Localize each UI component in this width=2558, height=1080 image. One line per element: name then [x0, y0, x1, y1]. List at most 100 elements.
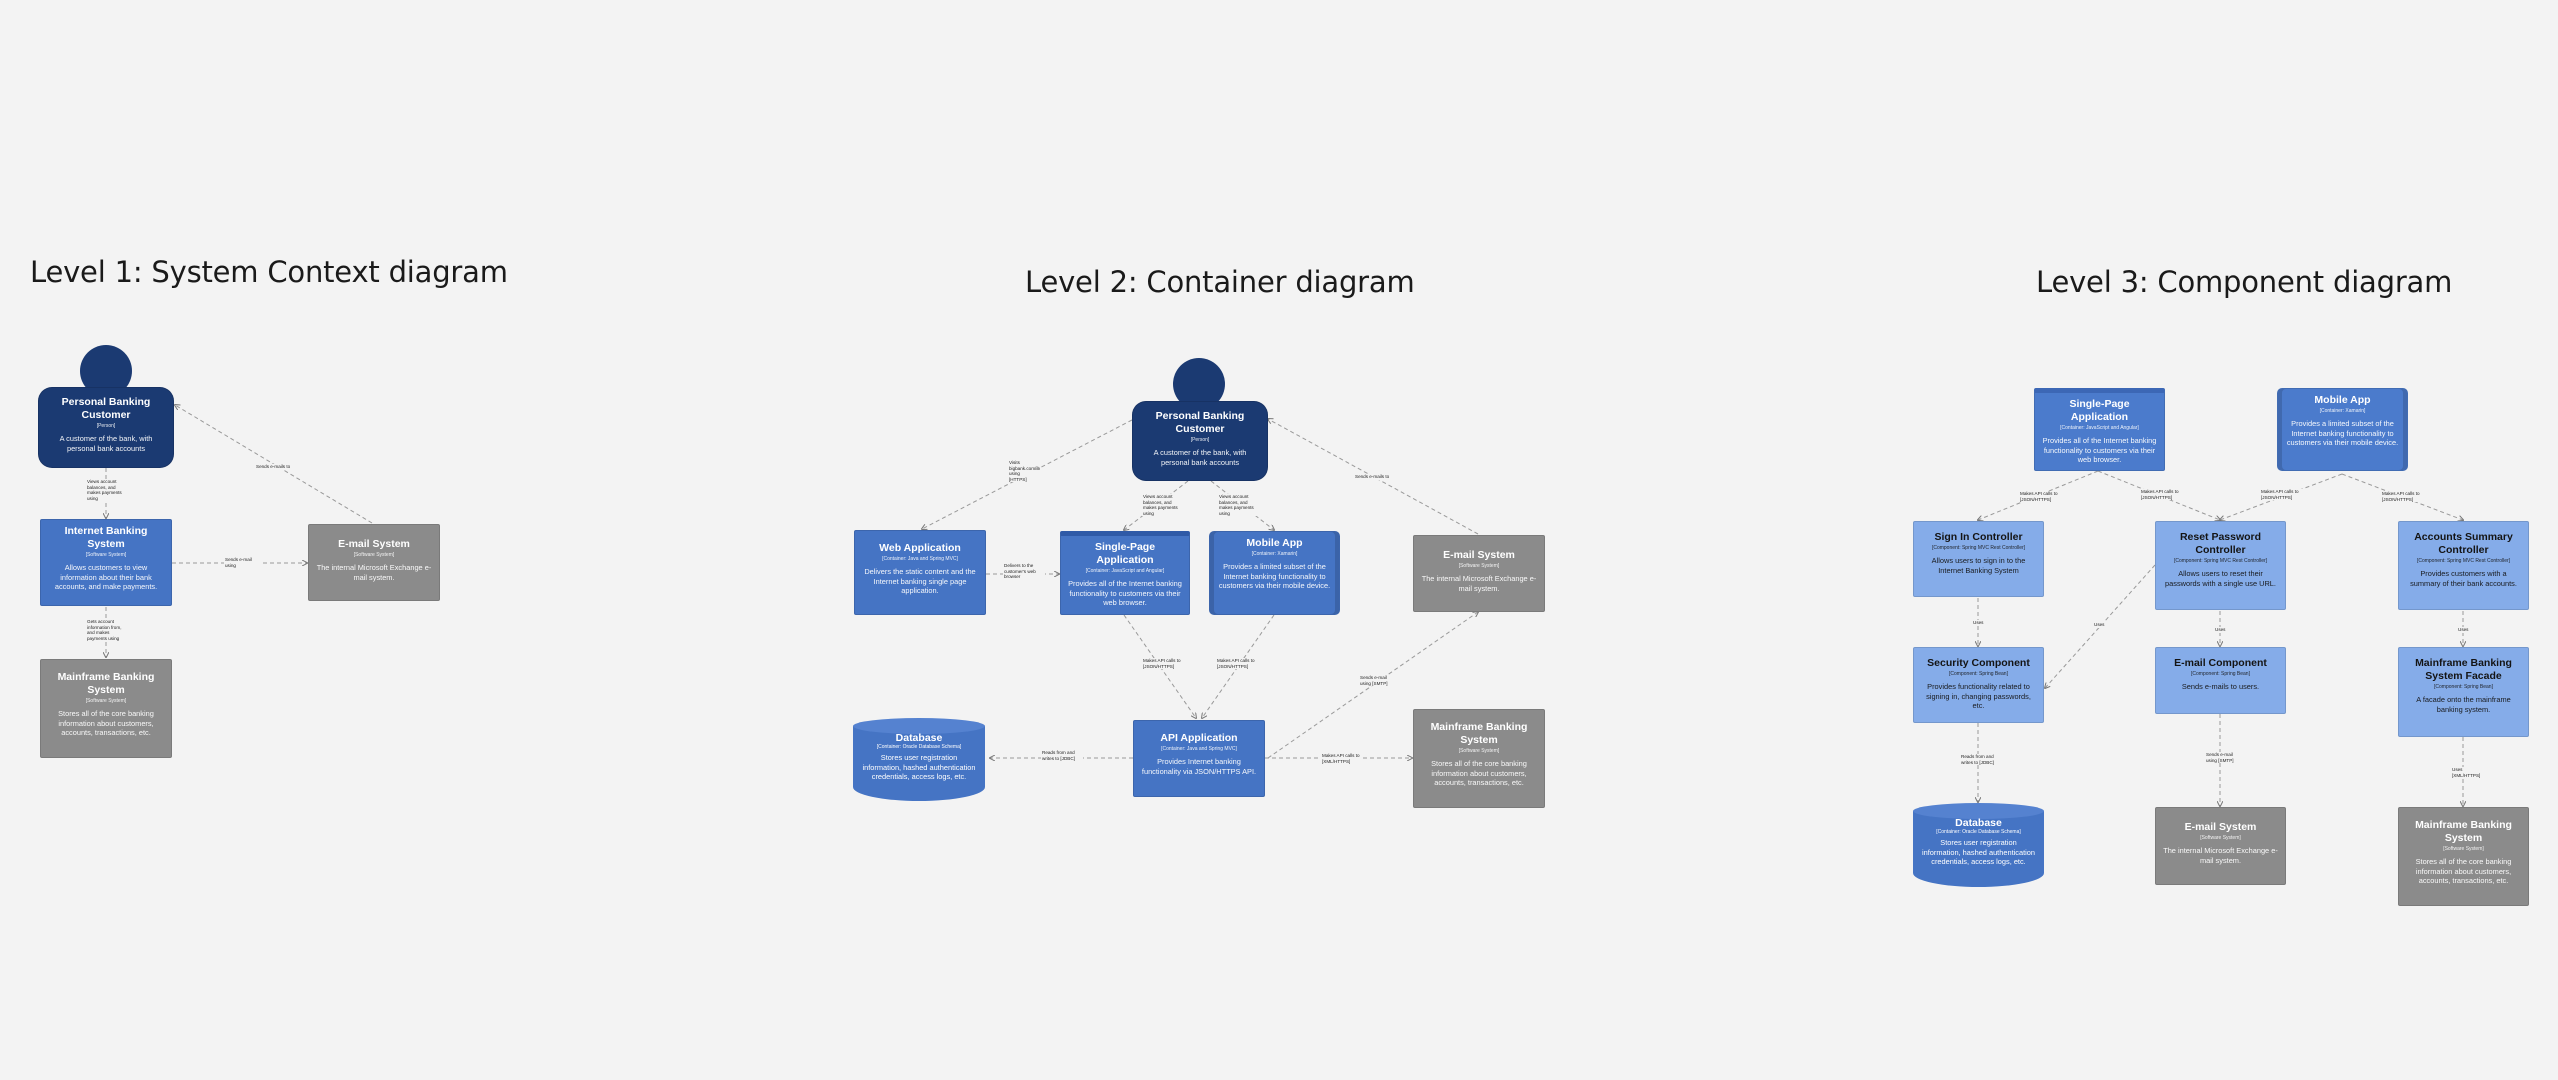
l3-label-uses-xml: Uses [XML/HTTPS] — [2451, 767, 2487, 779]
l3-spa-desc: Provides all of the Internet banking fun… — [2042, 436, 2157, 465]
l2-label-views2: Views account balances, and makes paymen… — [1218, 494, 1260, 517]
l2-label-delivers: Delivers to the customer's web browser — [1003, 563, 1045, 580]
l2-webapp-kind: [Container: Java and Spring MVC] — [882, 556, 958, 562]
l3-label-sends: Sends e-mail using [SMTP] — [2205, 752, 2241, 764]
l2-customer-desc: A customer of the bank, with personal ba… — [1153, 448, 1247, 467]
l3-spa-kind: [Container: JavaScript and Angular] — [2060, 425, 2139, 431]
l2-mobile-name: Mobile App — [1246, 537, 1303, 549]
l3-email-kind: [Software System] — [2200, 835, 2241, 841]
l2-single-page-application: Single-Page Application [Container: Java… — [1060, 531, 1190, 615]
l3-label-api3: Makes API calls to [JSON/HTTPS] — [2260, 489, 2304, 501]
l3-mobile-app: Mobile App [Container: Xamarin] Provides… — [2277, 388, 2408, 471]
l3-sign-in-controller: Sign In Controller [Component: Spring MV… — [1913, 521, 2044, 597]
l2-database-content: Database [Container: Oracle Database Sch… — [853, 732, 985, 782]
l1-email-desc: The internal Microsoft Exchange e-mail s… — [316, 563, 432, 582]
l2-label-views1: Views account balances, and makes paymen… — [1142, 494, 1184, 517]
l3-database: Database [Container: Oracle Database Sch… — [1913, 803, 2044, 887]
l3-security-component: Security Component [Component: Spring Be… — [1913, 647, 2044, 723]
l2-email-name: E-mail System — [1443, 549, 1515, 561]
l1-ibs-kind: [Software System] — [85, 552, 127, 558]
l3-mainframe-kind: [Software System] — [2443, 846, 2484, 852]
l2-mainframe-name: Mainframe Banking System — [1430, 721, 1528, 746]
level3-title: Level 3: Component diagram — [2036, 265, 2453, 299]
l2-database-desc: Stores user registration information, ha… — [862, 753, 976, 782]
l1-customer-kind: [Person] — [96, 423, 116, 429]
l3-reset-name: Reset Password Controller — [2179, 531, 2262, 556]
l1-mainframe-name: Mainframe Banking System — [57, 671, 155, 696]
l3-email-name: E-mail System — [2184, 821, 2257, 833]
l3-accounts-summary-controller: Accounts Summary Controller [Component: … — [2398, 521, 2529, 610]
l1-label-views: Views account balances, and makes paymen… — [86, 479, 130, 502]
l2-spa-kind: [Container: JavaScript and Angular] — [1085, 568, 1165, 574]
level2-title: Level 2: Container diagram — [1025, 265, 1415, 299]
l3-database-body — [1913, 811, 2044, 887]
l2-database-body — [853, 726, 985, 801]
l3-reset-desc: Allows users to reset their passwords wi… — [2165, 569, 2276, 588]
l3-email-system: E-mail System [Software System] The inte… — [2155, 807, 2286, 885]
l2-edge-customer-webapp — [922, 419, 1133, 529]
l2-label-visits: Visits bigbank.com/ib using [HTTPS] — [1008, 460, 1040, 483]
l2-api-desc: Provides Internet banking functionality … — [1141, 757, 1257, 776]
l3-security-desc: Provides functionality related to signin… — [1926, 682, 2031, 711]
l3-accounts-kind: [Component: Spring MVC Rest Controller] — [2416, 558, 2511, 564]
l3-database-name: Database — [1955, 817, 2002, 829]
l3-label-uses2: Uses — [2093, 622, 2106, 628]
l2-email-system: E-mail System [Software System] The inte… — [1413, 535, 1545, 612]
l3-label-uses1: Uses — [1972, 620, 1985, 626]
level1-title: Level 1: System Context diagram — [30, 255, 508, 289]
l1-label-sends-emails-to: Sends e-mails to — [255, 464, 292, 470]
l3-database-top — [1913, 803, 2044, 819]
l2-api-name: API Application — [1160, 732, 1238, 744]
l3-mainframe-banking-system: Mainframe Banking System [Software Syste… — [2398, 807, 2529, 906]
l3-mainframe-facade: Mainframe Banking System Facade [Compone… — [2398, 647, 2529, 737]
l3-accounts-name: Accounts Summary Controller — [2414, 531, 2513, 556]
l2-webapp-name: Web Application — [879, 542, 961, 554]
l3-signin-kind: [Component: Spring MVC Rest Controller] — [1931, 545, 2026, 551]
l2-mainframe-banking-system: Mainframe Banking System [Software Syste… — [1413, 709, 1545, 808]
l2-mobile-desc: Provides a limited subset of the Interne… — [1218, 562, 1331, 591]
l2-label-reads: Reads from and writes to [JDBC] — [1041, 750, 1083, 762]
l3-security-name: Security Component — [1927, 657, 2030, 669]
l3-database-desc: Stores user registration information, ha… — [1922, 838, 2035, 867]
l1-email-name: E-mail System — [338, 538, 410, 550]
l3-label-api4: Makes API calls to [JSON/HTTPS] — [2381, 491, 2425, 503]
l1-mainframe-desc: Stores all of the core banking informati… — [58, 709, 154, 738]
l3-reset-kind: [Component: Spring MVC Rest Controller] — [2173, 558, 2268, 564]
l2-customer-person: Personal Banking Customer [Person] A cus… — [1132, 401, 1268, 481]
l1-customer-desc: A customer of the bank, with personal ba… — [59, 434, 153, 453]
l1-email-system: E-mail System [Software System] The inte… — [308, 524, 440, 601]
l3-accounts-desc: Provides customers with a summary of the… — [2410, 569, 2517, 588]
l3-signin-name: Sign In Controller — [1934, 531, 2023, 543]
l1-ibs-desc: Allows customers to view information abo… — [54, 563, 158, 592]
l2-api-kind: [Container: Java and Spring MVC] — [1161, 746, 1237, 752]
l2-spa-name: Single-Page Application — [1094, 541, 1156, 566]
l2-label-sends-emails-to: Sends e-mails to — [1354, 474, 1391, 480]
l2-mainframe-kind: [Software System] — [1458, 748, 1500, 754]
l3-label-api1: Makes API calls to [JSON/HTTPS] — [2019, 491, 2063, 503]
l3-signin-desc: Allows users to sign in to the Internet … — [1931, 556, 2026, 575]
l1-internet-banking-system: Internet Banking System [Software System… — [40, 519, 172, 606]
l2-database-kind: [Container: Oracle Database Schema] — [876, 744, 962, 750]
l1-customer-name: Personal Banking Customer — [61, 396, 151, 421]
l2-mainframe-desc: Stores all of the core banking informati… — [1431, 759, 1527, 788]
l2-api-application: API Application [Container: Java and Spr… — [1133, 720, 1265, 797]
l3-security-kind: [Component: Spring Bean] — [1949, 671, 2008, 677]
l3-label-uses4: Uses — [2457, 627, 2470, 633]
l1-mainframe-banking-system: Mainframe Banking System [Software Syste… — [40, 659, 172, 758]
l2-label-xml: Makes API calls to [XML/HTTPS] — [1321, 753, 1363, 765]
l3-facade-name: Mainframe Banking System Facade — [2415, 657, 2512, 682]
l2-database-name: Database — [895, 732, 943, 744]
l3-single-page-application: Single-Page Application [Container: Java… — [2034, 388, 2165, 471]
l3-email-desc: The internal Microsoft Exchange e-mail s… — [2163, 846, 2278, 865]
l2-webapp-desc: Delivers the static content and the Inte… — [864, 567, 976, 596]
l3-emailcomp-name: E-mail Component — [2174, 657, 2267, 669]
l3-database-kind: [Container: Oracle Database Schema] — [1936, 829, 2021, 835]
l3-email-component: E-mail Component [Component: Spring Bean… — [2155, 647, 2286, 714]
l3-facade-desc: A facade onto the mainframe banking syst… — [2416, 695, 2511, 714]
l3-label-api2: Makes API calls to [JSON/HTTPS] — [2140, 489, 2184, 501]
l2-database: Database [Container: Oracle Database Sch… — [853, 718, 985, 801]
l2-spa-desc: Provides all of the Internet banking fun… — [1068, 579, 1182, 608]
l2-mobile-kind: [Container: Xamarin] — [1251, 551, 1298, 557]
l3-mobile-name: Mobile App — [2314, 394, 2371, 406]
l2-web-application: Web Application [Container: Java and Spr… — [854, 530, 986, 615]
